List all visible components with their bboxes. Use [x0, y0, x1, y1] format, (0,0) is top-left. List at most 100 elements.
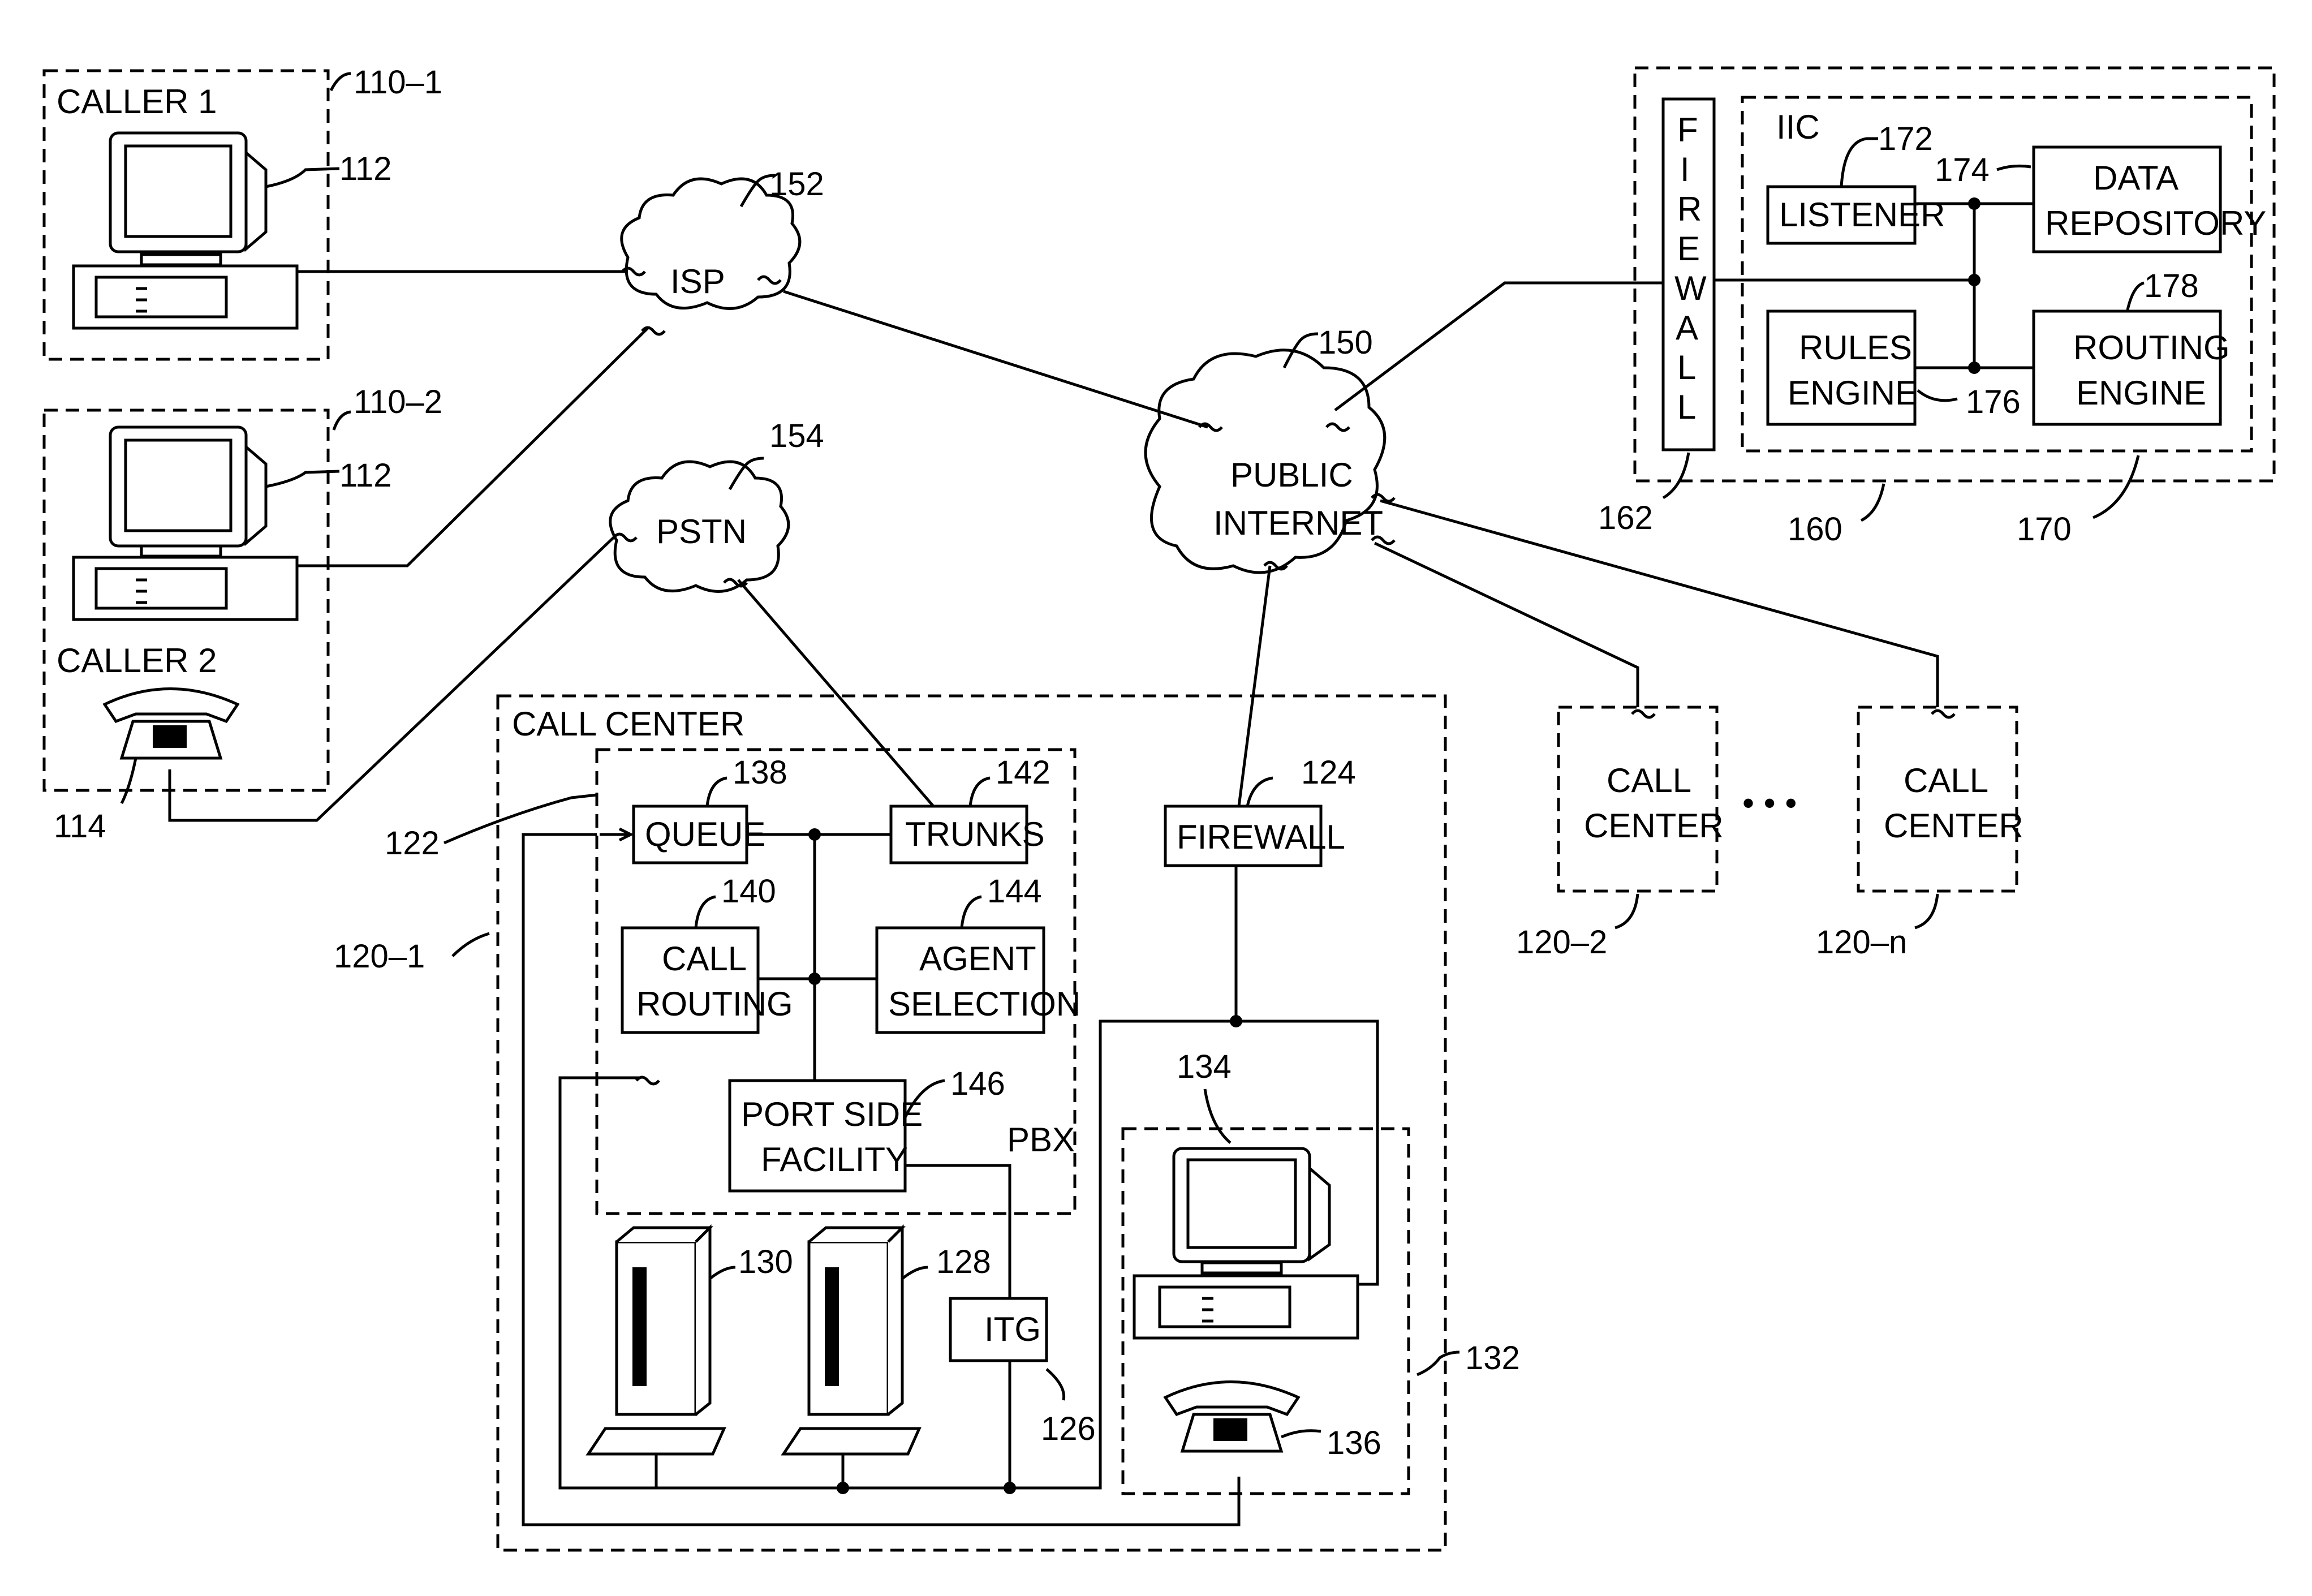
ref-124: 124 — [1301, 754, 1356, 791]
iic-label: IIC — [1776, 108, 1820, 146]
ref-120-n: 120–n — [1816, 924, 1907, 961]
ref-136: 136 — [1327, 1425, 1381, 1461]
ccn-line1: CALL — [1904, 762, 1988, 799]
pbx-label: PBX — [1007, 1121, 1075, 1159]
call-center-120-2: CALL CENTER 120–2 — [1516, 707, 1724, 961]
ellipsis: • • • — [1742, 784, 1797, 822]
isp-label: ISP — [670, 263, 725, 300]
ref-152: 152 — [769, 166, 824, 203]
ref-130-leader — [710, 1267, 735, 1279]
ref-128-leader — [902, 1267, 928, 1279]
agent-selection-line1: AGENT — [919, 940, 1036, 978]
trunks-label: TRUNKS — [905, 815, 1045, 853]
ref-144: 144 — [987, 873, 1042, 910]
ref-120-2-leader — [1615, 894, 1638, 928]
ref-126-leader — [1047, 1369, 1064, 1400]
ref-162: 162 — [1598, 500, 1653, 536]
agent-telephone-icon — [1165, 1382, 1298, 1452]
internet-label-line1: PUBLIC — [1230, 456, 1353, 494]
listener-label: LISTENER — [1779, 196, 1945, 234]
ref-110-2: 110–2 — [354, 384, 442, 420]
ref-120-2: 120–2 — [1516, 924, 1607, 961]
ref-174: 174 — [1935, 152, 1990, 188]
firewall-letter-4: E — [1677, 230, 1700, 268]
call-center-120-n: CALL CENTER 120–n — [1816, 707, 2023, 961]
pstn-cloud: PSTN 154 — [610, 418, 824, 591]
ref-162-leader — [1663, 453, 1689, 498]
ref-142: 142 — [996, 754, 1050, 791]
ref-120-n-leader — [1915, 894, 1938, 928]
ref-134: 134 — [1177, 1048, 1232, 1085]
ref-146: 146 — [950, 1065, 1005, 1102]
caller-2-computer-icon — [74, 427, 297, 620]
ref-138: 138 — [733, 754, 787, 791]
ref-132: 132 — [1465, 1340, 1520, 1376]
port-side-line1: PORT SIDE — [741, 1095, 923, 1133]
internet-label-line2: INTERNET — [1213, 504, 1383, 542]
agent-computer-icon — [1134, 1148, 1358, 1338]
ref-160-leader — [1861, 484, 1884, 520]
ref-120-1-leader — [453, 933, 489, 956]
internet-to-call-center-firewall — [1239, 566, 1270, 806]
ref-136-leader — [1281, 1431, 1321, 1437]
isp-cloud: ISP 152 — [622, 166, 824, 308]
ref-174-leader — [1997, 166, 2031, 170]
ref-172-leader — [1841, 139, 1878, 187]
call-routing-line1: CALL — [662, 940, 747, 978]
routing-engine-line1: ROUTING — [2073, 329, 2230, 367]
ref-170-leader — [2093, 455, 2138, 518]
ref-140-leader — [696, 897, 716, 928]
firewall-letter-6: A — [1676, 309, 1698, 347]
pstn-label: PSTN — [656, 513, 747, 550]
ref-128: 128 — [936, 1244, 991, 1280]
ref-176: 176 — [1966, 384, 2021, 420]
internet-to-call-center-2 — [1375, 543, 1638, 707]
server-128-icon — [783, 1228, 919, 1454]
public-internet-cloud: PUBLIC INTERNET 150 — [1146, 324, 1385, 573]
ref-114-leader — [122, 758, 136, 803]
itg-label: ITG — [984, 1310, 1041, 1348]
ref-130: 130 — [738, 1244, 793, 1280]
ref-112a: 112 — [339, 150, 391, 187]
ref-124-leader — [1247, 778, 1273, 806]
server-130-icon — [588, 1228, 724, 1454]
ref-122: 122 — [385, 825, 440, 862]
call-center-title: CALL CENTER — [512, 705, 744, 743]
firewall-letter-8: L — [1677, 388, 1696, 426]
data-repository-line1: DATA — [2093, 159, 2178, 197]
iic-group: F I R E W A L L IIC LISTENER DATA REPOSI… — [1598, 68, 2274, 548]
ref-150: 150 — [1318, 324, 1373, 361]
ref-160: 160 — [1788, 511, 1842, 548]
ref-114: 114 — [54, 808, 106, 845]
ref-126: 126 — [1041, 1410, 1096, 1447]
internet-to-call-center-n — [1380, 501, 1938, 707]
ref-144-leader — [962, 897, 981, 928]
firewall-letter-3: R — [1677, 190, 1702, 228]
cc2-line2: CENTER — [1584, 807, 1724, 845]
data-repository-line2: REPOSITORY — [2045, 204, 2266, 242]
caller-2-label: CALLER 2 — [57, 642, 217, 679]
ref-142-leader — [970, 778, 990, 806]
ref-110-2-leader — [334, 412, 351, 430]
squiggle-pbx — [636, 1077, 659, 1084]
caller-1-computer-icon — [74, 133, 297, 328]
firewall-letter-7: L — [1677, 349, 1696, 386]
ref-132-leader — [1417, 1352, 1459, 1375]
ref-178: 178 — [2144, 268, 2199, 304]
ref-110-1: 110–1 — [354, 64, 442, 101]
ref-154: 154 — [769, 418, 824, 454]
caller-2-group: 112 CALLER 2 110–2 114 — [44, 384, 442, 845]
ref-120-1: 120–1 — [334, 938, 425, 975]
ref-170: 170 — [2017, 511, 2072, 548]
agent-selection-line2: SELECTION — [888, 985, 1080, 1023]
cc2-line1: CALL — [1607, 762, 1691, 799]
ref-140: 140 — [721, 873, 776, 910]
firewall-letter-2: I — [1680, 150, 1690, 188]
ref-112b: 112 — [339, 457, 391, 494]
ref-134-leader — [1205, 1089, 1230, 1143]
isp-to-internet — [783, 291, 1208, 427]
caller-1-label: CALLER 1 — [57, 83, 217, 121]
ref-172: 172 — [1878, 121, 1933, 157]
call-routing-line2: ROUTING — [636, 985, 793, 1023]
